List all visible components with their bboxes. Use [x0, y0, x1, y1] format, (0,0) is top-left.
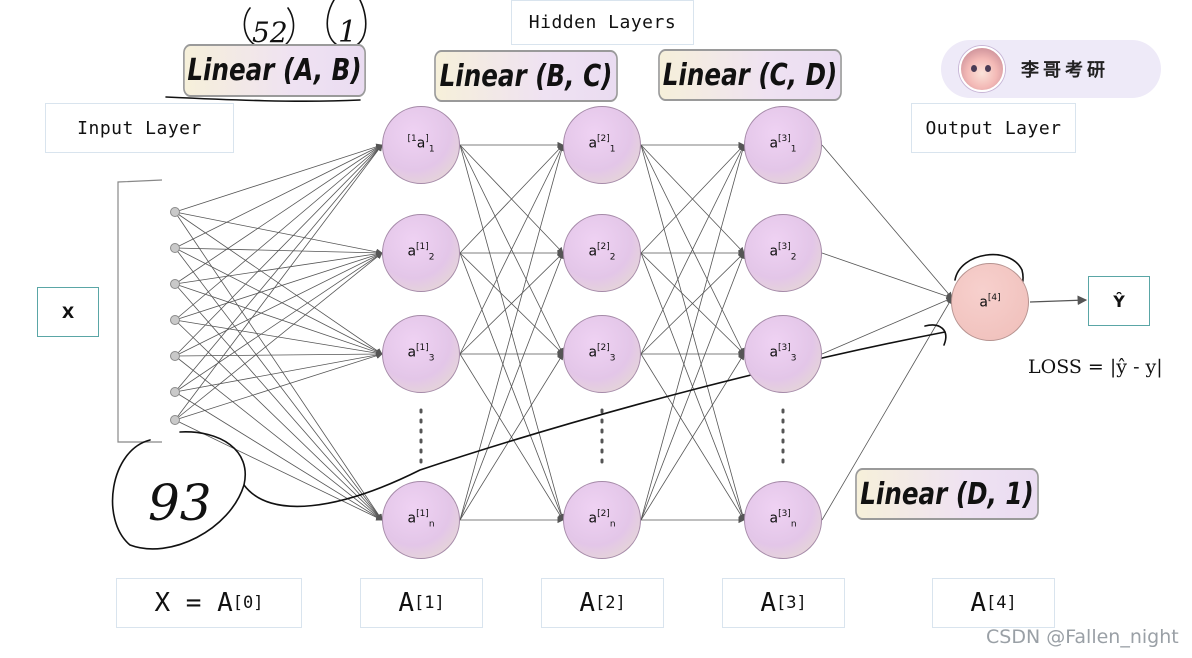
edge-60 — [821, 144, 953, 299]
edge-26 — [174, 352, 383, 421]
node-label: a[3]2 — [769, 242, 797, 263]
edge-24 — [174, 144, 383, 421]
edge-52 — [640, 144, 745, 355]
node-label: a[1]2 — [407, 242, 435, 263]
node-label: a[2]1 — [588, 134, 616, 155]
edge-57 — [640, 252, 745, 521]
output-arrow — [1029, 295, 1088, 306]
bottom-label-a1: A[1] — [360, 578, 483, 628]
handwritten-1: 1 — [338, 15, 357, 50]
node-label: a[3]1 — [769, 134, 797, 155]
edge-11 — [174, 283, 383, 521]
edge-25 — [174, 252, 383, 421]
edge-20 — [174, 144, 383, 393]
handwritten-hook — [924, 324, 947, 346]
edge-19 — [174, 355, 383, 521]
handwritten-circle-93 — [111, 431, 247, 550]
author-badge: 李哥考研 — [941, 40, 1161, 98]
input-dot-7 — [170, 415, 180, 425]
bottom-label-a4: A[4] — [932, 578, 1055, 628]
edge-62 — [821, 297, 953, 355]
edge-40 — [459, 144, 565, 521]
edge-61 — [821, 252, 953, 300]
node-label: a[2]2 — [588, 242, 616, 263]
node-label: a[2]n — [588, 509, 616, 530]
edge-56 — [640, 144, 746, 521]
node-l2-2: a[2]2 — [563, 214, 641, 292]
input-dot-2 — [170, 243, 180, 253]
input-dot-6 — [170, 387, 180, 397]
y-hat-box: Ŷ — [1088, 276, 1150, 326]
handwritten-52: 52 — [252, 16, 288, 49]
output-layer-label: Output Layer — [911, 103, 1076, 153]
author-badge-text: 李哥考研 — [1021, 60, 1109, 81]
input-dot-1 — [170, 207, 180, 217]
edge-18 — [174, 350, 383, 358]
node-l2-4: a[2]n — [563, 481, 641, 559]
node-l1-4: a[1]n — [382, 481, 460, 559]
avatar-icon — [959, 46, 1005, 92]
edge-7 — [174, 247, 383, 521]
input-dot-3 — [170, 279, 180, 289]
edge-4 — [174, 144, 383, 249]
node-label: a[1]n — [407, 509, 435, 530]
watermark: CSDN @Fallen_night — [986, 626, 1179, 648]
x-input-box: X — [37, 287, 99, 337]
node-label: a[2]3 — [588, 343, 616, 364]
edge-42 — [459, 353, 564, 521]
input-bracket — [117, 179, 163, 443]
linear-d-1: Linear (D, 1) — [855, 468, 1039, 520]
node-label: [1a]1 — [407, 134, 435, 155]
node-label: a[3]n — [769, 509, 797, 530]
output-node: a[4] — [951, 263, 1029, 341]
edge-17 — [174, 252, 383, 357]
node-label: a[1]3 — [407, 343, 435, 364]
linear-a-b: Linear (A, B) — [183, 44, 366, 97]
node-l3-1: a[3]1 — [744, 106, 822, 184]
edge-48 — [640, 144, 745, 254]
node-l3-3: a[3]3 — [744, 315, 822, 393]
edge-36 — [459, 144, 564, 355]
edge-10 — [174, 283, 383, 356]
edge-27 — [174, 419, 383, 521]
edge-22 — [174, 351, 383, 393]
node-l3-2: a[3]2 — [744, 214, 822, 292]
bottom-label-a3: A[3] — [722, 578, 845, 628]
edge-0 — [174, 143, 383, 213]
node-l2-1: a[2]1 — [563, 106, 641, 184]
edge-37 — [459, 252, 564, 355]
handwritten-93: 93 — [148, 474, 212, 532]
edge-32 — [459, 144, 564, 254]
edge-13 — [174, 251, 383, 321]
edge-21 — [174, 252, 383, 393]
edge-3 — [174, 211, 383, 521]
node-l3-4: a[3]n — [744, 481, 822, 559]
node-l1-3: a[1]3 — [382, 315, 460, 393]
hidden-layers-label: Hidden Layers — [511, 0, 694, 45]
edge-8 — [174, 144, 383, 285]
node-l1-2: a[1]2 — [382, 214, 460, 292]
edge-15 — [174, 319, 383, 521]
edge-53 — [640, 252, 745, 355]
node-l1-1: [1a]1 — [382, 106, 460, 184]
node-label: a[3]3 — [769, 343, 797, 364]
edge-16 — [174, 144, 383, 357]
bottom-label-a2: A[2] — [541, 578, 664, 628]
edge-12 — [174, 144, 383, 321]
linear-c-d: Linear (C, D) — [658, 49, 842, 101]
handwritten-underline — [165, 96, 361, 103]
input-layer-label: Input Layer — [45, 103, 234, 153]
loss-formula: LOSS = |ŷ - y| — [1028, 356, 1163, 378]
handwritten-curve — [243, 331, 946, 508]
edge-6 — [174, 247, 383, 355]
bottom-label-a0: X = A[0] — [116, 578, 302, 628]
node-l2-3: a[2]3 — [563, 315, 641, 393]
edge-41 — [459, 252, 564, 521]
output-node-label: a[4] — [979, 292, 1001, 311]
linear-b-c: Linear (B, C) — [434, 50, 618, 102]
input-dot-5 — [170, 351, 180, 361]
input-dot-4 — [170, 315, 180, 325]
